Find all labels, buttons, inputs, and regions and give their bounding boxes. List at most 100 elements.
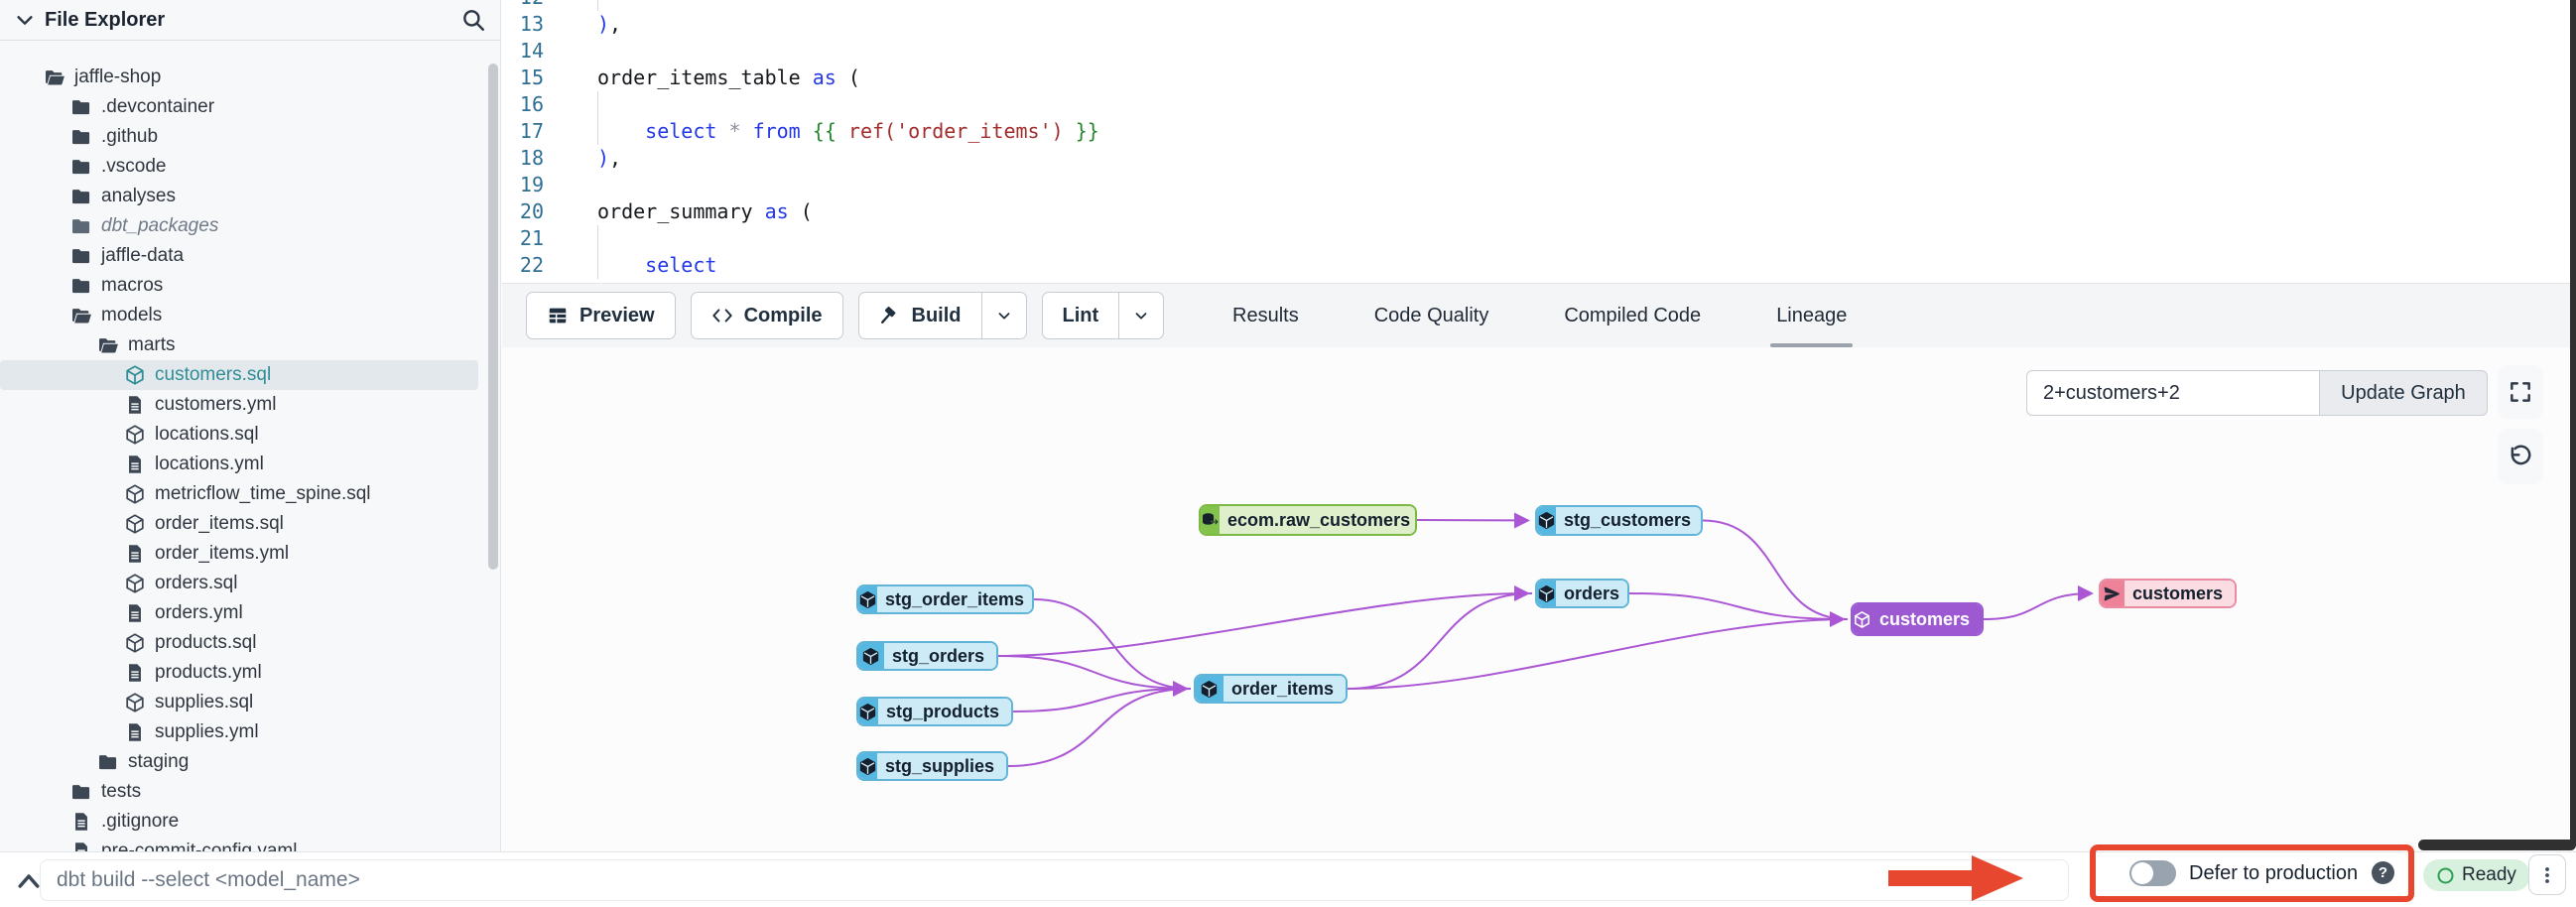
- node-label: customers: [1871, 604, 1982, 634]
- undo-icon: [2508, 444, 2533, 469]
- tree-item-pre-commit-config-yaml[interactable]: pre-commit-config.yaml: [0, 837, 478, 851]
- command-input[interactable]: [40, 859, 2069, 901]
- line-number: 17: [519, 119, 544, 143]
- code-line-16: 16: [502, 91, 2576, 118]
- button-label: Preview: [580, 304, 655, 326]
- file-explorer-header: File Explorer: [0, 0, 500, 41]
- lineage-node-orders[interactable]: orders: [1535, 579, 1629, 608]
- tree-item-supplies-sql[interactable]: supplies.sql: [0, 688, 478, 717]
- lint-dropdown-chevron-icon[interactable]: [1118, 293, 1163, 338]
- tree-item-staging[interactable]: staging: [0, 747, 478, 777]
- tree-item--gitignore[interactable]: .gitignore: [0, 807, 478, 837]
- code-text: order_items_table as (: [597, 65, 860, 89]
- update-graph-button[interactable]: Update Graph: [2320, 370, 2488, 416]
- node-label: stg_supplies: [877, 753, 1006, 779]
- file-doc-icon: [124, 721, 146, 743]
- file-explorer-title: File Explorer: [45, 8, 166, 31]
- search-icon[interactable]: [460, 7, 486, 33]
- lineage-node-order_items[interactable]: order_items: [1194, 674, 1348, 704]
- chevron-up-icon[interactable]: [14, 866, 44, 894]
- code-text: [566, 91, 598, 118]
- lineage-node-stg_orders[interactable]: stg_orders: [856, 641, 998, 671]
- tree-item-label: dbt_packages: [101, 215, 219, 236]
- line-number: 20: [519, 199, 544, 223]
- reset-view-button[interactable]: [2498, 429, 2543, 484]
- line-number: 21: [519, 226, 544, 250]
- defer-to-production-toggle[interactable]: [2129, 860, 2176, 886]
- preview-button[interactable]: Preview: [526, 292, 676, 339]
- folder-icon: [70, 275, 92, 297]
- selector-input[interactable]: [2026, 370, 2320, 416]
- exposure-send-icon: [2101, 581, 2125, 606]
- result-tabs: Results Code Quality Compiled Code Lineage: [1226, 284, 1854, 347]
- build-button[interactable]: Build: [857, 292, 1027, 339]
- tree-item-models[interactable]: models: [0, 301, 478, 330]
- tree-item-products-sql[interactable]: products.sql: [0, 628, 478, 658]
- overflow-menu-button[interactable]: [2528, 854, 2566, 895]
- tree-item--github[interactable]: .github: [0, 122, 478, 152]
- lineage-node-stg_products[interactable]: stg_products: [856, 697, 1013, 726]
- tree-item-label: pre-commit-config.yaml: [101, 841, 298, 851]
- dark-vertical-scrollbar[interactable]: [2570, 0, 2576, 845]
- lineage-node-raw_customers[interactable]: ecom.raw_customers: [1199, 504, 1417, 536]
- tree-item--devcontainer[interactable]: .devcontainer: [0, 92, 478, 122]
- tree-item-order-items-yml[interactable]: order_items.yml: [0, 539, 478, 569]
- cube-icon: [124, 424, 146, 446]
- lineage-node-stg_order_items[interactable]: stg_order_items: [856, 584, 1034, 614]
- folder-icon: [70, 781, 92, 803]
- tab-lineage[interactable]: Lineage: [1770, 284, 1854, 347]
- build-dropdown-chevron-icon[interactable]: [980, 293, 1026, 338]
- tree-item-orders-yml[interactable]: orders.yml: [0, 598, 478, 628]
- tree-item-metricflow-time-spine-sql[interactable]: metricflow_time_spine.sql: [0, 479, 478, 509]
- tree-item-customers-yml[interactable]: customers.yml: [0, 390, 478, 420]
- lineage-node-customers[interactable]: customers: [1851, 602, 1984, 636]
- tree-item--vscode[interactable]: .vscode: [0, 152, 478, 182]
- lineage-node-stg_supplies[interactable]: stg_supplies: [856, 751, 1008, 781]
- tree-item-customers-sql[interactable]: customers.sql: [0, 360, 478, 390]
- tree-item-products-yml[interactable]: products.yml: [0, 658, 478, 688]
- tree-item-analyses[interactable]: analyses: [0, 182, 478, 211]
- line-number: 22: [519, 253, 544, 277]
- dark-horizontal-scrollbar[interactable]: [2418, 840, 2576, 850]
- tab-compiled-code[interactable]: Compiled Code: [1564, 304, 1702, 326]
- tree-item-tests[interactable]: tests: [0, 777, 478, 807]
- tree-item-macros[interactable]: macros: [0, 271, 478, 301]
- model-cube-icon: [1853, 604, 1871, 634]
- fullscreen-button[interactable]: [2498, 365, 2543, 419]
- compile-button[interactable]: Compile: [690, 292, 843, 339]
- tree-item-locations-yml[interactable]: locations.yml: [0, 450, 478, 479]
- chevron-down-icon[interactable]: [14, 9, 36, 31]
- tree-item-label: staging: [128, 751, 190, 772]
- tree-item-orders-sql[interactable]: orders.sql: [0, 569, 478, 598]
- tree-item-label: .vscode: [101, 156, 167, 177]
- tree-item-order-items-sql[interactable]: order_items.sql: [0, 509, 478, 539]
- tree-item-label: marts: [128, 334, 176, 355]
- hammer-icon: [879, 305, 901, 326]
- model-cube-icon: [1196, 676, 1224, 702]
- node-label: stg_orders: [883, 643, 996, 669]
- node-label: orders: [1556, 581, 1627, 606]
- lineage-node-stg_customers[interactable]: stg_customers: [1535, 505, 1703, 536]
- tree-item-jaffle-shop[interactable]: jaffle-shop: [0, 63, 478, 92]
- folder-icon: [70, 215, 92, 237]
- tree-item-supplies-yml[interactable]: supplies.yml: [0, 717, 478, 747]
- tab-results[interactable]: Results: [1232, 304, 1299, 326]
- help-icon[interactable]: ?: [2372, 861, 2394, 884]
- tab-code-quality[interactable]: Code Quality: [1373, 304, 1489, 326]
- kebab-icon: [2545, 866, 2549, 883]
- folder-icon: [97, 751, 119, 773]
- edge-raw_customers-to-stg_customers: [1416, 512, 1530, 529]
- tree-item-locations-sql[interactable]: locations.sql: [0, 420, 478, 450]
- toggle-knob: [2131, 862, 2153, 884]
- ready-circle-icon: [2437, 867, 2454, 883]
- lint-button[interactable]: Lint: [1041, 292, 1165, 339]
- file-doc-icon: [70, 841, 92, 851]
- tree-item-marts[interactable]: marts: [0, 330, 478, 360]
- tree-item-jaffle-data[interactable]: jaffle-data: [0, 241, 478, 271]
- lineage-node-customers_export[interactable]: customers: [2099, 579, 2237, 608]
- sidebar-scrollbar[interactable]: [488, 64, 498, 570]
- cube-icon: [124, 632, 146, 654]
- tree-item-dbt-packages[interactable]: dbt_packages: [0, 211, 478, 241]
